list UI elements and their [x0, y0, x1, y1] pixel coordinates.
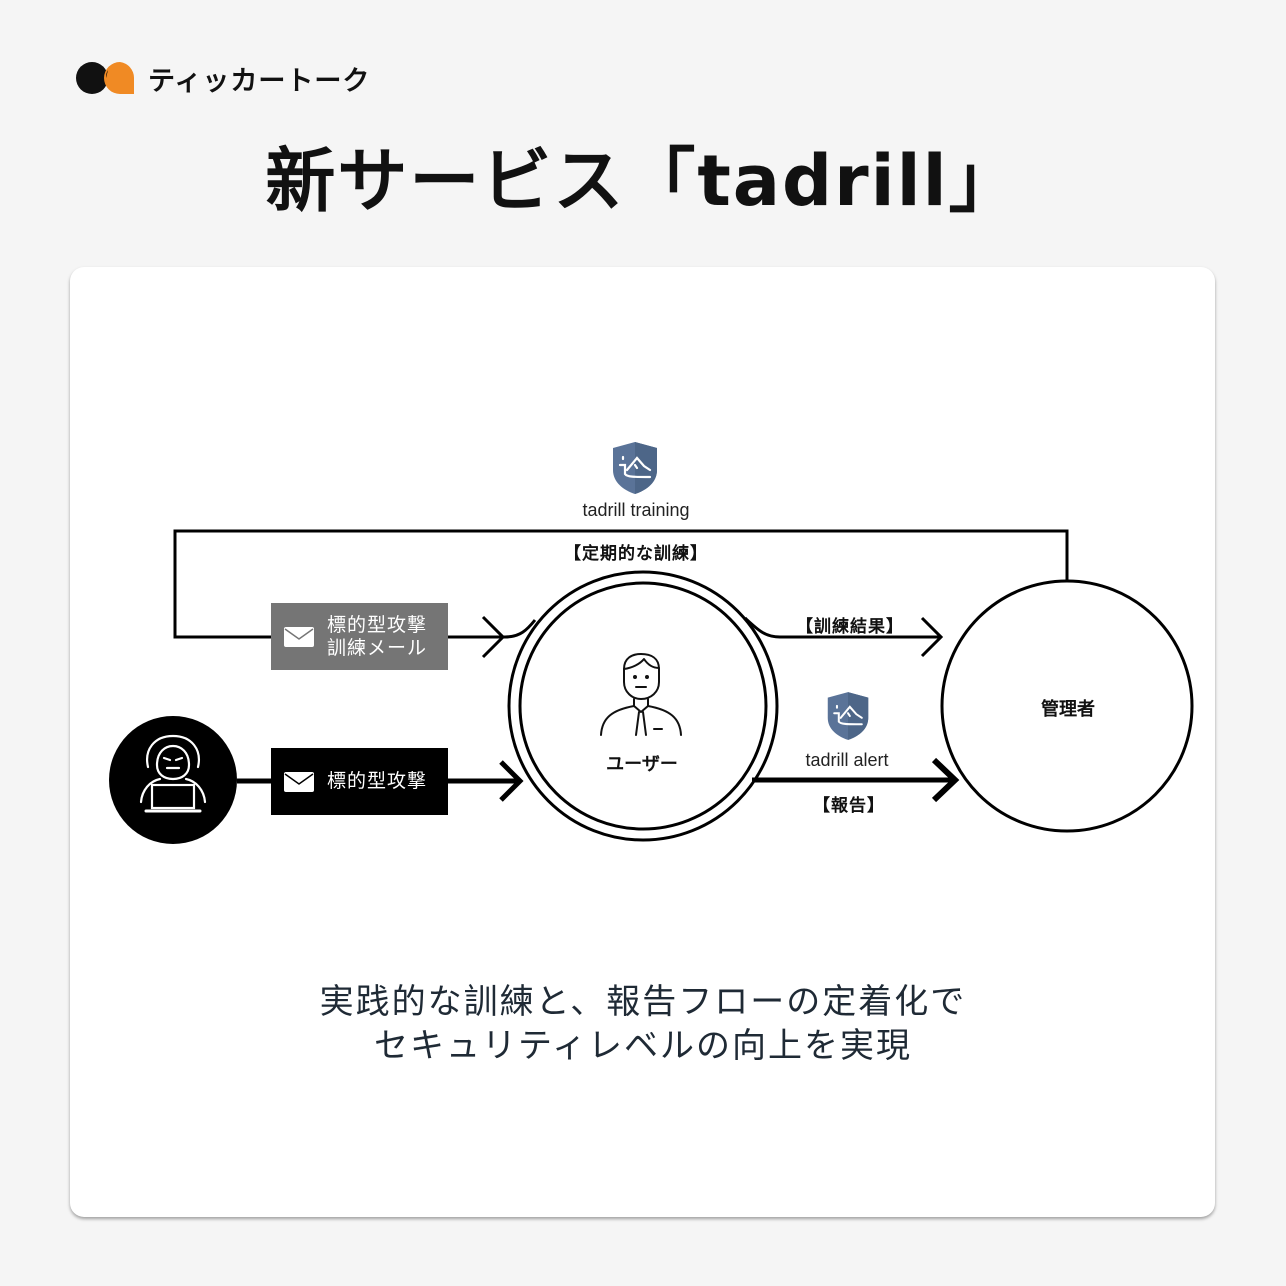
- tagline-line1: 実践的な訓練と、報告フローの定着化で: [319, 982, 967, 1022]
- tadrill-alert-logo: [825, 690, 871, 746]
- training-mail-box: 標的型攻撃 訓練メール: [271, 603, 448, 670]
- page-title: 新サービス「tadrill」: [265, 140, 1021, 222]
- training-mail-line1: 標的型攻撃: [327, 613, 428, 636]
- tagline-line2: セキュリティレベルの向上を実現: [374, 1026, 912, 1066]
- tadrill-shield-icon: [613, 442, 657, 494]
- loop-label: 【定期的な訓練】: [564, 544, 708, 564]
- brand-logo: ティッカートーク: [76, 60, 371, 97]
- training-mail-line2: 訓練メール: [327, 636, 428, 659]
- envelope-icon: [284, 626, 314, 647]
- user-label: ユーザー: [606, 754, 678, 775]
- businessman-icon: [600, 653, 682, 736]
- tadrill-alert-label: tadrill alert: [805, 750, 889, 770]
- tagline: 実践的な訓練と、報告フローの定着化で セキュリティレベルの向上を実現: [0, 980, 1286, 1068]
- training-mail-connector: [448, 619, 537, 639]
- tadrill-shield-icon: [827, 692, 869, 740]
- envelope-icon: [284, 771, 314, 792]
- hacker-icon: [139, 734, 207, 813]
- manager-circle: [940, 579, 1194, 833]
- brand-name: ティッカートーク: [148, 65, 371, 97]
- attack-label: 標的型攻撃: [327, 770, 428, 792]
- attack-arrowhead: [499, 760, 524, 802]
- manager-label: 管理者: [1041, 699, 1095, 720]
- result-arrowhead: [920, 616, 944, 658]
- result-label: 【訓練結果】: [796, 617, 904, 637]
- training-mail-arrowhead: [481, 615, 506, 659]
- logo-mark-icon: [76, 60, 138, 96]
- tadrill-training-label: tadrill training: [582, 500, 690, 520]
- result-connector: [743, 616, 940, 639]
- user-circle-outer: [507, 570, 779, 842]
- user-circle-inner: [518, 581, 768, 831]
- tadrill-training-logo: [610, 440, 660, 500]
- attack-box: 標的型攻撃: [271, 748, 448, 815]
- report-arrowhead: [931, 757, 960, 803]
- training-loop-line: [173, 529, 1069, 639]
- report-label: 【報告】: [813, 796, 885, 816]
